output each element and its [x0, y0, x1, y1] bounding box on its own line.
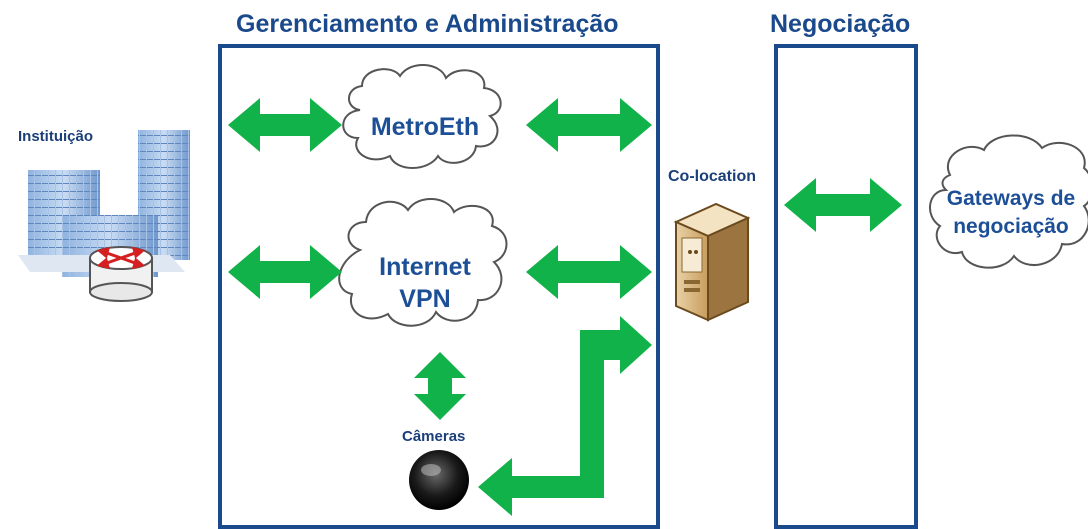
arrow-colocation-gateways [784, 178, 902, 232]
cloud-icon [338, 63, 1088, 327]
camera-icon [409, 450, 469, 510]
internet-label: Internet [379, 253, 471, 281]
gateways-label: Gateways de [946, 187, 1076, 210]
arrow-institution-internet [228, 245, 342, 299]
management-section-title: Gerenciamento e Administração [236, 10, 619, 38]
institution-label: Instituição [18, 128, 94, 145]
metroeth-label: MetroEth [370, 113, 480, 141]
negotiation-section-title: Negociação [770, 10, 911, 38]
arrow-group [228, 98, 902, 516]
arrow-internet-colocation [526, 245, 652, 299]
cameras-label: Câmeras [402, 428, 466, 445]
arrow-institution-metroeth [228, 98, 342, 152]
arrow-metroeth-colocation [526, 98, 652, 152]
building-icon [18, 130, 190, 277]
arrow-internet-cameras [414, 352, 466, 420]
colocation-label: Co-location [668, 168, 756, 185]
arrow-cameras-colocation [478, 316, 652, 516]
router-icon [89, 246, 153, 302]
vpn-label: VPN [399, 285, 451, 313]
server-cabinet-icon [673, 202, 751, 322]
negotiation-gateway-label: negociação [953, 215, 1069, 238]
